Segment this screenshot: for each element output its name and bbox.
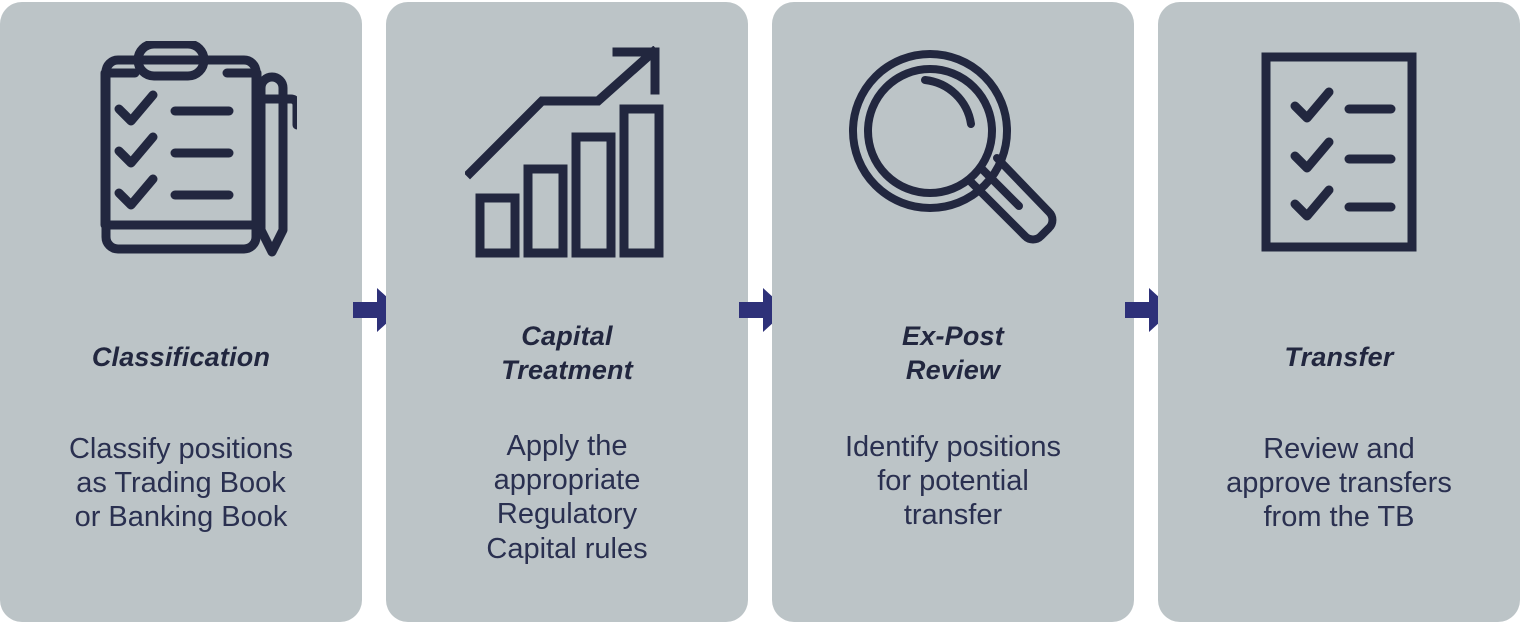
magnifying-glass-icon <box>772 2 1134 302</box>
step-description: Identify positions for potential transfe… <box>844 431 1061 532</box>
growth-bar-chart-arrow-icon <box>386 2 748 302</box>
step-title: Classification <box>91 342 271 372</box>
flow-step-transfer[interactable]: Transfer Review and approve transfers fr… <box>1158 2 1520 622</box>
clipboard-checklist-pen-icon <box>0 2 362 302</box>
step-description: Apply the appropriate Regulatory Capital… <box>486 430 648 565</box>
step-description: Classify positions as Trading Book or Ba… <box>68 433 294 534</box>
flow-step-ex-post-review[interactable]: Ex-Post Review Identify positions for po… <box>772 2 1134 622</box>
document-checklist-icon <box>1158 2 1520 302</box>
flow-step-capital-treatment[interactable]: Capital Treatment Apply the appropriate … <box>386 2 748 622</box>
step-title: Capital Treatment <box>501 321 633 386</box>
step-title: Transfer <box>1284 342 1394 372</box>
step-title: Ex-Post Review <box>902 321 1004 386</box>
flow-step-classification[interactable]: Classification Classify positions as Tra… <box>0 2 362 622</box>
step-description: Review and approve transfers from the TB <box>1226 433 1452 534</box>
